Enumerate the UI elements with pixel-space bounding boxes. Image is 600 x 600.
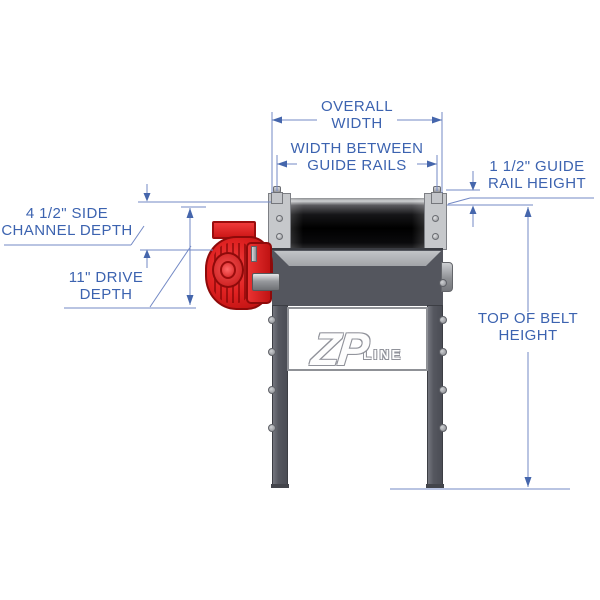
label-drive-depth: 11" DRIVE DEPTH: [68, 269, 144, 303]
arrow-channel-bottom-icon: [143, 249, 151, 258]
logo-line-text: LINE: [363, 347, 403, 362]
leg-left-bolt-1: [268, 316, 276, 324]
motor-hub-inner: [220, 261, 236, 279]
guide-rail-post-right: [431, 192, 443, 204]
leg-right-bolt-2: [439, 348, 447, 356]
arrow-rail-height-bottom-icon: [469, 205, 477, 214]
leg-left-bolt-3: [268, 386, 276, 394]
guide-rail-bolt-left: [273, 186, 281, 193]
leg-left: [272, 305, 288, 488]
arrow-overall-right-icon: [432, 116, 442, 124]
label-overall-width: OVERALL WIDTH: [321, 98, 393, 132]
label-top-of-belt-height: TOP OF BELT HEIGHT: [477, 310, 579, 344]
side-plate-right-bolt-1: [432, 215, 439, 222]
leg-left-bolt-2: [268, 348, 276, 356]
leg-right-bolt-1: [439, 316, 447, 324]
motor-vent-pin: [251, 246, 257, 262]
arrow-drive-top-icon: [186, 208, 194, 218]
label-width-between-guide-rails: WIDTH BETWEEN GUIDE RAILS: [290, 140, 424, 174]
leg-right: [427, 305, 443, 488]
arrow-belt-height-bottom-icon: [524, 477, 532, 487]
motor-drive-shaft: [252, 273, 280, 291]
leg-left-foot: [271, 484, 289, 488]
body-bolt-right: [439, 279, 447, 287]
side-plate-left-bolt-1: [276, 215, 283, 222]
arrow-overall-left-icon: [272, 116, 282, 124]
belt-drum-sheen: [286, 198, 429, 250]
guide-rail-bolt-right: [433, 186, 441, 193]
arrow-drive-bottom-icon: [186, 295, 194, 305]
bearing-hub-right: [441, 262, 453, 292]
leg-right-foot: [426, 484, 444, 488]
logo-panel: ZP LINE: [287, 307, 428, 375]
guide-rail-post-left: [271, 192, 283, 204]
logo-zp-text: ZP: [309, 323, 370, 375]
side-plate-left-bolt-2: [276, 233, 283, 240]
leg-right-bolt-3: [439, 386, 447, 394]
arrow-channel-top-icon: [143, 193, 151, 202]
leg-right-bolt-4: [439, 424, 447, 432]
drive-body-top-face: [274, 251, 441, 266]
arrow-belt-height-top-icon: [524, 207, 532, 217]
side-plate-right-bolt-2: [432, 233, 439, 240]
label-side-channel-depth: 4 1/2" SIDE CHANNEL DEPTH: [1, 205, 133, 239]
belt-drum: [286, 198, 429, 250]
leg-left-bolt-4: [268, 424, 276, 432]
label-guide-rail-height: 1 1/2" GUIDE RAIL HEIGHT: [487, 158, 587, 192]
leader-elbow-guide-rail: [447, 197, 471, 205]
